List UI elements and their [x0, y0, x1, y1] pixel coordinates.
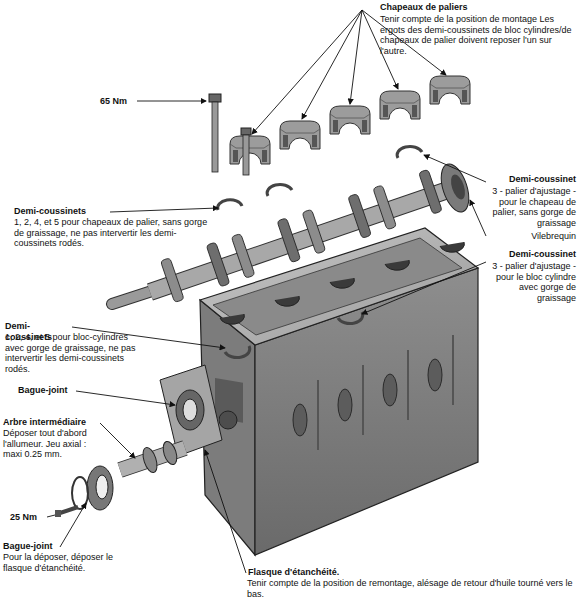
- flange-bolt: [60, 507, 78, 513]
- crankshaft: [348, 194, 372, 239]
- note-text: Tenir compte de la position de montage L…: [380, 14, 576, 56]
- part-heading: 25 Nm: [10, 512, 50, 523]
- note-text: 1, 2, 4, et 5 pour bloc-cylindres avec g…: [5, 332, 145, 374]
- crankshaft: [436, 161, 474, 216]
- bearing-shells: [338, 312, 363, 324]
- crankshaft: [277, 218, 301, 263]
- leader-lines: [60, 503, 86, 547]
- seal-flange: [176, 390, 204, 430]
- part-heading: Arbre intermédiaire: [3, 417, 103, 428]
- bearing-shells: [218, 146, 422, 357]
- bearing-shells: [225, 346, 250, 358]
- part-heading: Demi-coussinets: [14, 206, 124, 217]
- note-text: Tenir compte de la position de remontage…: [247, 578, 577, 599]
- leader-lines: [424, 155, 486, 182]
- cylinder-block: [428, 359, 442, 391]
- cylinder-block: [219, 411, 237, 429]
- crankshaft: [112, 291, 152, 304]
- flange-bolt: [55, 507, 78, 517]
- cylinder-block: [452, 335, 454, 405]
- cylinder-block: [385, 260, 409, 270]
- crankshaft: [160, 169, 442, 302]
- bearing-caps: [330, 106, 370, 134]
- cap-bolts: [209, 94, 221, 102]
- crankshaft: [302, 209, 326, 254]
- part-heading: Bague-joint: [18, 385, 88, 396]
- crankshaft: [150, 191, 445, 292]
- bearing-shells: [267, 184, 292, 196]
- crankshaft: [448, 173, 467, 201]
- bearing-caps: [230, 76, 470, 164]
- cylinder-block: [200, 228, 478, 345]
- flange-bolt: [55, 510, 61, 517]
- part-heading: Demi-coussinet: [488, 249, 576, 260]
- leader-lines: [252, 10, 362, 134]
- cylinder-block: [275, 296, 299, 306]
- note-text: Déposer tout d'abord l'allumeur. Jeu axi…: [3, 428, 87, 460]
- bearing-shells: [397, 146, 422, 158]
- note-text: Vilebrequin: [488, 231, 576, 242]
- cap-bolts: [243, 135, 249, 175]
- cylinder-block: [293, 335, 453, 450]
- seal-ring: [87, 466, 113, 510]
- cylinder-block: [407, 350, 409, 420]
- leader-lines: [302, 10, 362, 119]
- leader-lines: [470, 200, 486, 236]
- cylinder-block: [338, 389, 352, 421]
- cylinder-block: [362, 365, 364, 435]
- leader-lines: [350, 10, 362, 104]
- note-text: Pour la déposer, déposer le flasque d'ét…: [3, 552, 123, 573]
- leader-lines: [47, 10, 486, 573]
- part-heading: Bague-joint: [3, 541, 73, 552]
- cylinder-block: [383, 374, 397, 406]
- seal-flange: [183, 399, 197, 421]
- part-heading: Demi-coussinet: [488, 174, 576, 185]
- cylinder-block: [440, 242, 464, 252]
- leader-lines: [47, 515, 55, 517]
- intermediate-shaft: [140, 446, 159, 474]
- crankshaft: [373, 185, 397, 230]
- cylinder-block: [220, 314, 244, 324]
- note-text: 3 - palier d'ajustage - pour le bloc cyl…: [488, 261, 576, 303]
- cylinder-block: [317, 380, 319, 450]
- crankshaft: [112, 291, 152, 304]
- leader-lines: [362, 262, 486, 314]
- note-text: 1, 2, 4, et 5 pour chapeaux de palier, s…: [14, 217, 214, 249]
- leader-lines: [100, 423, 135, 458]
- bearing-caps: [430, 76, 470, 104]
- leader-lines: [76, 391, 175, 405]
- crankshaft: [231, 233, 255, 278]
- cap-bolts: [209, 94, 251, 175]
- leader-lines: [205, 450, 246, 573]
- crankshaft: [160, 258, 184, 303]
- bearing-caps: [280, 121, 320, 149]
- part-heading: 65 Nm: [100, 96, 136, 107]
- seal-ring: [72, 466, 113, 510]
- cylinder-block: [200, 228, 478, 555]
- cylinder-block: [293, 404, 307, 436]
- intermediate-shaft: [161, 440, 180, 467]
- leader-lines: [137, 101, 206, 102]
- cap-bolts: [212, 102, 218, 172]
- crankshaft: [150, 191, 445, 292]
- seal-ring: [72, 477, 88, 509]
- bearing-caps: [380, 91, 420, 119]
- cap-bolts: [241, 128, 251, 135]
- bearing-shells: [218, 200, 242, 210]
- leader-lines: [110, 208, 218, 212]
- part-heading: Flasque d'étanchéité.: [248, 567, 448, 578]
- bearing-caps: [230, 136, 270, 164]
- note-text: 3 - palier d'ajustage - pour le chapeau …: [488, 186, 576, 228]
- cylinder-block: [330, 278, 354, 288]
- crankshaft: [419, 169, 443, 214]
- crankshaft: [206, 242, 230, 287]
- seal-ring: [96, 475, 108, 499]
- intermediate-shaft: [120, 440, 185, 474]
- part-heading: Chapeaux de paliers: [380, 2, 576, 13]
